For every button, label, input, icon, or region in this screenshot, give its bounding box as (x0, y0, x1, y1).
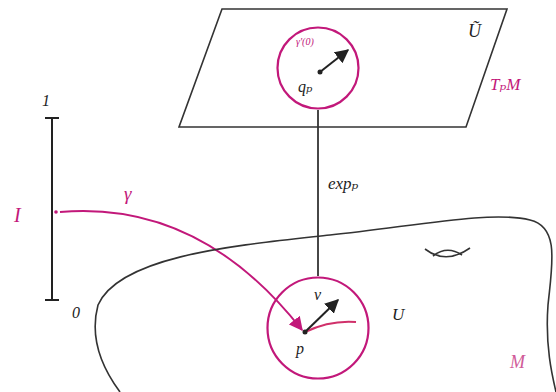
interval-tick (45, 117, 59, 119)
circle-outline (268, 278, 369, 379)
manifold-outline-shape (90, 205, 556, 392)
interval-end-label: 1 (42, 92, 50, 110)
map-connector (317, 110, 319, 276)
vector-arrow (305, 300, 338, 332)
set-label: U (392, 306, 404, 325)
point-label: p (296, 340, 304, 358)
interval-line (51, 118, 53, 300)
manifold-hole (425, 248, 470, 257)
space-label: TₚM (490, 76, 520, 95)
manifold-outline: Mp vU (90, 205, 556, 392)
vector-arrow (320, 50, 348, 72)
neighbourhood-circle: qₚ γ'(0) (276, 26, 360, 110)
point-label: qₚ (298, 78, 312, 96)
circle-outline (278, 28, 359, 109)
manifold-boundary (95, 217, 556, 392)
manifold-hole (433, 250, 462, 256)
interval-label: I (14, 204, 21, 226)
curve-label: γ (124, 184, 132, 205)
interval-end-label: 0 (72, 304, 80, 322)
neighbourhood-circle-shape (276, 26, 360, 110)
set-label: Ũ (468, 22, 481, 42)
vector-label: v (314, 286, 321, 304)
interval-tick (45, 299, 59, 301)
vector-label: γ'(0) (296, 36, 314, 47)
neighbourhood-circle: pvU (266, 276, 370, 380)
tangent-plane: ŨTₚMqₚγ'(0) (178, 8, 508, 128)
tangent-plane-shape (178, 8, 508, 128)
plane-outline (179, 9, 507, 127)
map-label: expₚ (328, 175, 358, 194)
interval-point (54, 210, 58, 214)
manifold-label: M (510, 353, 525, 373)
